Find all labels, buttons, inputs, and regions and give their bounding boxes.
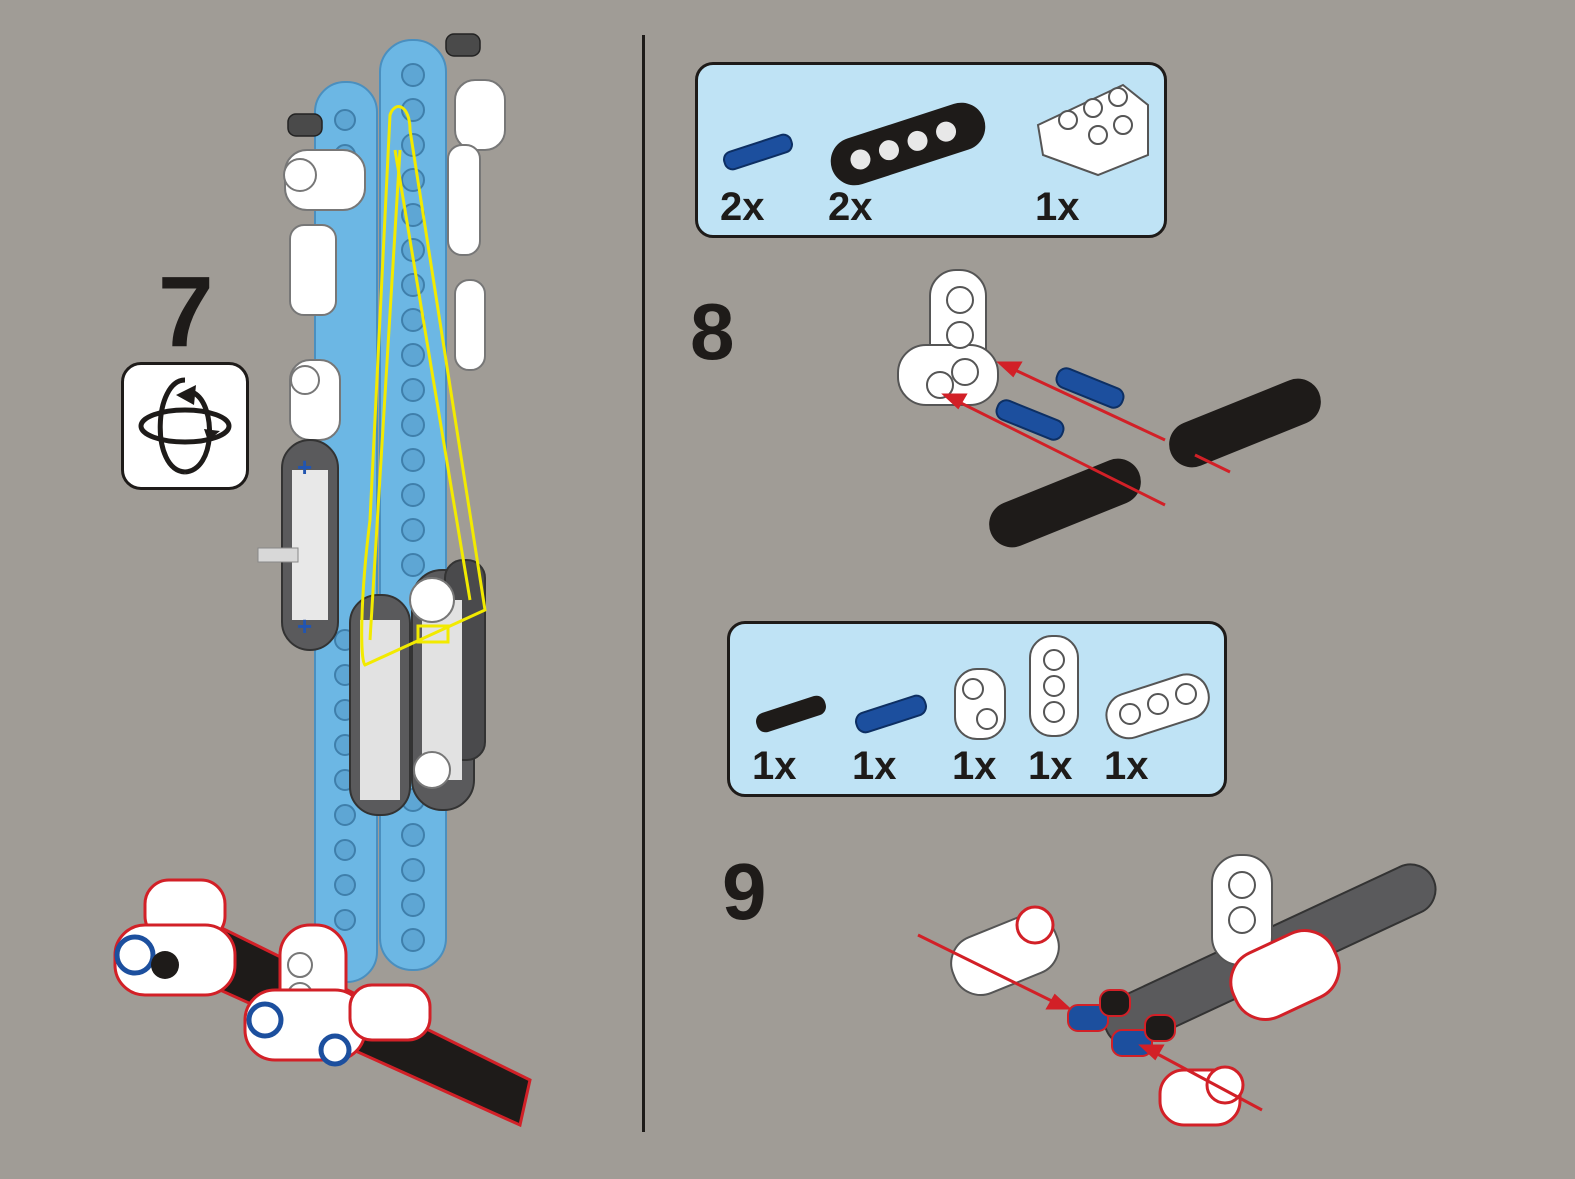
step-8-parts-box: 2x 2x 1x [695, 62, 1167, 238]
step-divider [642, 35, 645, 1132]
step-8-part-3-qty: 1x [1035, 185, 1080, 229]
white-connector-right [1229, 929, 1341, 1021]
step-9-part-1-qty: 1x [752, 744, 797, 788]
base-assembly [113, 878, 532, 1128]
step-8-parts-icons [723, 83, 1149, 186]
pins-9 [1067, 989, 1176, 1057]
svg-text:+: + [297, 452, 312, 482]
step-8-part-2-qty: 2x [828, 185, 873, 229]
blue-pin-icon [723, 133, 793, 171]
black-beam-5-icon [830, 102, 986, 186]
step-9-part-5-qty: 1x [1104, 744, 1149, 788]
step-9-number: 9 [722, 847, 767, 936]
red-arrows [941, 361, 1231, 507]
dark-beams-front [349, 559, 486, 816]
dark-gray-beam-left: + + [257, 439, 339, 651]
rotate-model-icon [138, 377, 232, 475]
white-double-connector-icon [1029, 635, 1079, 737]
black-pin-icon [756, 695, 826, 733]
step-9-parts-icons [756, 635, 1210, 740]
white-connector-icon [954, 668, 1006, 740]
step-9-part-2-qty: 1x [852, 744, 897, 788]
blue-pins [995, 367, 1125, 441]
white-beam-3-icon [1105, 673, 1210, 740]
gray-beam-long [1103, 863, 1437, 1047]
step-7-number: 7 [158, 256, 214, 368]
rotate-model-badge [121, 362, 249, 490]
white-t-beam [897, 269, 999, 406]
step-7-model: + + [113, 33, 532, 1128]
black-beams [989, 378, 1321, 548]
gray-pins-top [287, 33, 481, 137]
step-9-part-4-qty: 1x [1028, 744, 1073, 788]
blue-pin-icon-2 [855, 694, 927, 734]
svg-text:+: + [297, 611, 312, 641]
white-t-beam-9 [1211, 854, 1273, 966]
red-arrows-9 [917, 933, 1263, 1112]
yellow-highlight-outline [360, 105, 487, 667]
white-connectors-top [283, 79, 506, 441]
step-9-parts-box: 1x 1x 1x 1x 1x [727, 621, 1227, 797]
white-t-beam-icon [1036, 83, 1149, 177]
white-connectors-left [950, 905, 1245, 1127]
step-9-part-3-qty: 1x [952, 744, 997, 788]
step-8-number: 8 [690, 287, 735, 376]
step-8-part-1-qty: 2x [720, 185, 765, 229]
